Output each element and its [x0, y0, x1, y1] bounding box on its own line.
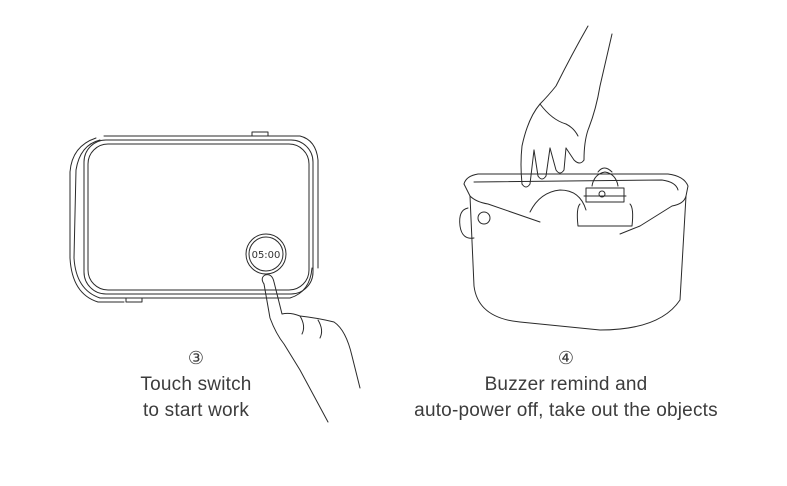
timer-display: 05:00	[252, 250, 281, 261]
step-4-line-1: Buzzer remind and	[484, 374, 648, 395]
baby-bottle-drawing	[576, 167, 634, 227]
open-basket-drawing	[459, 173, 689, 331]
closed-device-drawing	[69, 131, 319, 303]
step-3-caption: ③ Touch switch to start work	[96, 346, 296, 424]
step-3-line-2: to start work	[142, 400, 250, 421]
pointing-hand-drawing	[261, 274, 361, 423]
step-4-line-2: auto-power off, take out the objects	[414, 400, 718, 421]
reaching-hand-drawing	[520, 25, 613, 188]
step-4-caption: ④ Buzzer remind and auto-power off, take…	[376, 346, 756, 424]
step-3-number: ③	[187, 348, 205, 368]
step-4-number: ④	[557, 348, 575, 368]
step-3-line-1: Touch switch	[140, 374, 252, 395]
